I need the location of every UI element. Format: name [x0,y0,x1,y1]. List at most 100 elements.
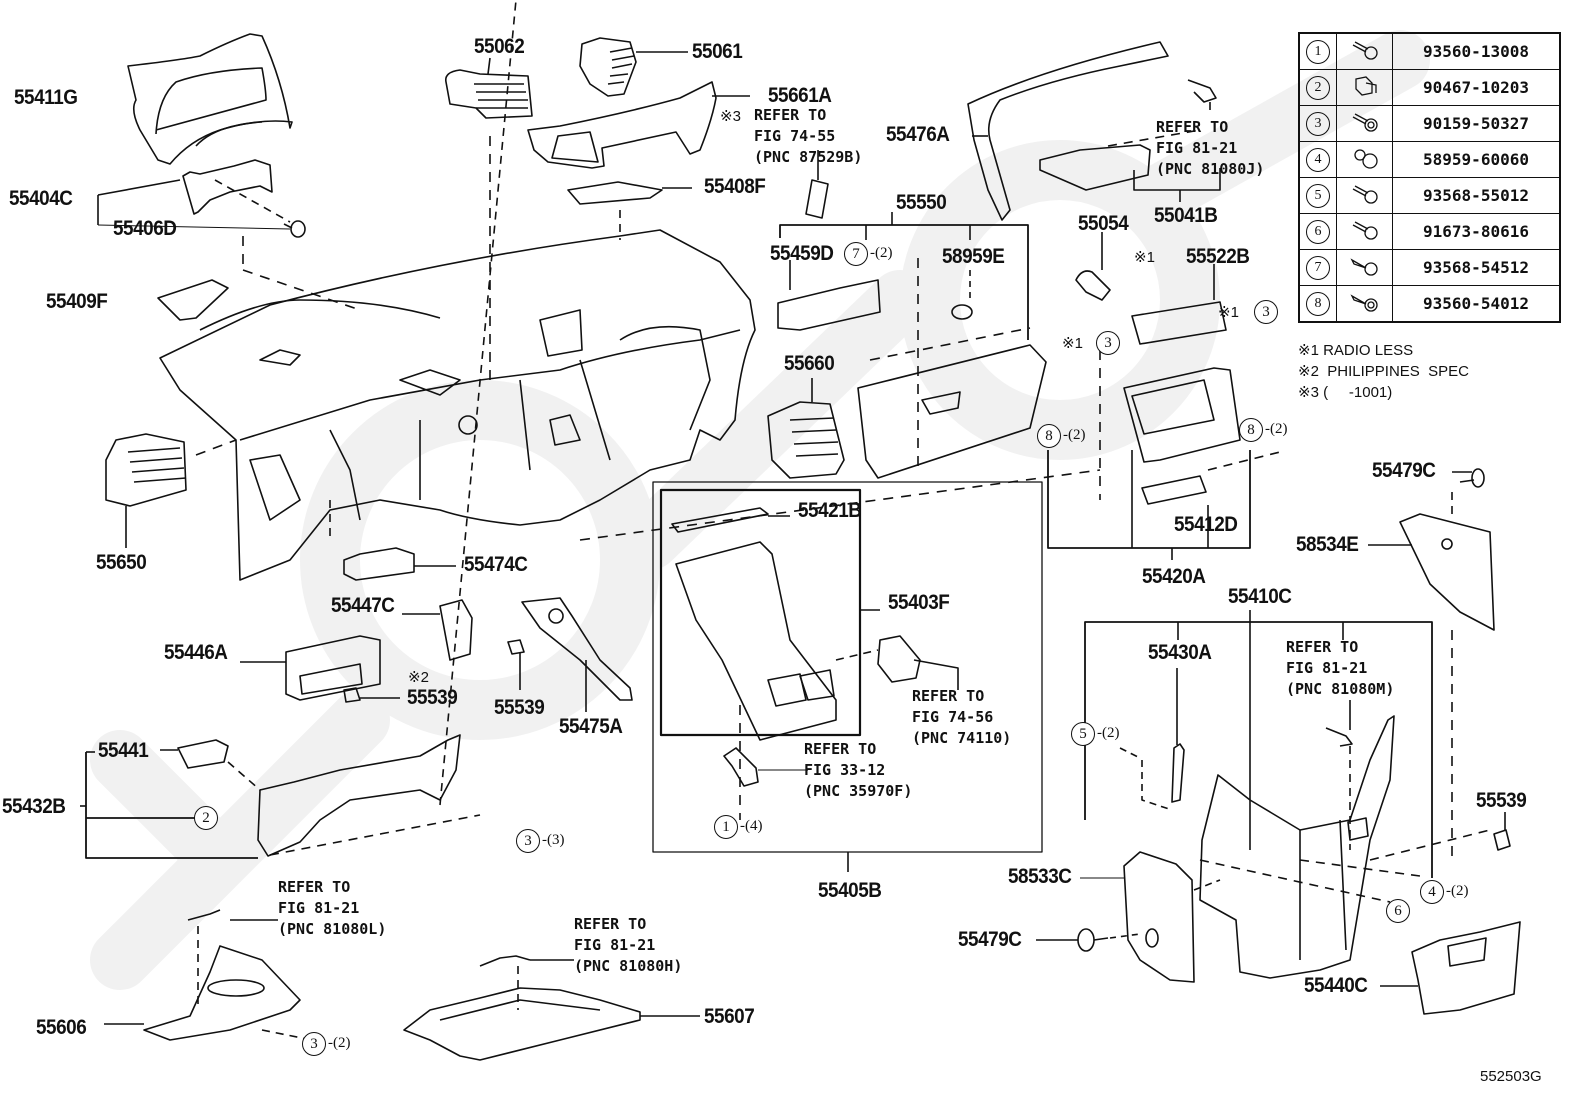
callout-3c[interactable]: 3 [516,829,540,853]
label-55412D[interactable]: 55412D [1174,513,1238,536]
footnote-3: ※3 ( -1001) [1298,384,1393,401]
footnotes: ※1 RADIO LESS ※2 PHILIPPINES SPEC ※3 ( -… [1298,340,1469,403]
reference-81080L[interactable]: REFER TO FIG 81-21 (PNC 81080L) [278,878,387,938]
part-number: 93568-55012 [1392,177,1561,214]
label-55661A[interactable]: 55661A [768,84,832,107]
part-55661A-bezel [527,81,717,169]
reference-81080H[interactable]: REFER TO FIG 81-21 (PNC 81080H) [574,915,683,975]
part-55432B [257,734,461,857]
callout-7[interactable]: 7 [844,242,868,266]
label-55404C[interactable]: 55404C [9,187,73,210]
label-55421B[interactable]: 55421B [798,499,862,522]
reference-81080J[interactable]: REFER TO FIG 81-21 (PNC 81080J) [1156,118,1265,178]
label-55475A[interactable]: 55475A [559,715,623,738]
table-row[interactable]: 2 90467-10203 [1298,69,1561,106]
label-55403F[interactable]: 55403F [888,591,950,614]
label-55409F[interactable]: 55409F [46,290,108,313]
label-55408F[interactable]: 55408F [704,175,766,198]
label-55479C-upper[interactable]: 55479C [1372,459,1436,482]
reference-87529B[interactable]: REFER TO FIG 74-55 (PNC 87529B) [754,106,863,166]
mark-note-3: ※3 [720,108,741,125]
part-55446A [285,635,381,701]
part-55539-b [343,687,361,703]
footnote-1: ※1 RADIO LESS [1298,342,1414,359]
part-number: 90467-10203 [1392,69,1561,106]
label-55550[interactable]: 55550 [896,191,947,214]
part-55440C [1411,921,1521,1015]
label-55062[interactable]: 55062 [474,35,525,58]
label-55539-b[interactable]: 55539 [494,696,545,719]
label-55061[interactable]: 55061 [692,40,743,63]
label-55441[interactable]: 55441 [98,739,149,762]
callout-5-qty: -(2) [1097,725,1120,741]
callout-6[interactable]: 6 [1386,899,1410,923]
table-row[interactable]: 3 90159-50327 [1298,105,1561,142]
label-55411G[interactable]: 55411G [14,86,78,109]
label-55447C[interactable]: 55447C [331,594,395,617]
callout-4[interactable]: 4 [1420,880,1444,904]
reference-74110[interactable]: REFER TO FIG 74-56 (PNC 74110) [912,687,1012,747]
label-55446A[interactable]: 55446A [164,641,228,664]
part-glove-box [857,344,1047,479]
label-55539-a[interactable]: 55539 [407,686,458,709]
figure-code: 552503G [1480,1068,1542,1085]
callout-1[interactable]: 1 [714,815,738,839]
callout-8b-qty: -(2) [1265,421,1288,437]
part-55479C-lower [1077,928,1109,952]
callout-2[interactable]: 2 [194,806,218,830]
label-55054[interactable]: 55054 [1078,212,1129,235]
table-row[interactable]: 8 93560-54012 [1298,285,1561,323]
part-55041B [1039,144,1151,191]
label-55430A[interactable]: 55430A [1148,641,1212,664]
callout-5[interactable]: 5 [1071,722,1095,746]
callout-8a[interactable]: 8 [1037,424,1061,448]
part-55441 [177,739,229,769]
callout-3a-mark: ※1 [1218,304,1239,321]
label-55479C-lower[interactable]: 55479C [958,928,1022,951]
label-55607[interactable]: 55607 [704,1005,755,1028]
label-58533C[interactable]: 58533C [1008,865,1072,888]
callout-3b[interactable]: 3 [1096,331,1120,355]
bolt-icon [1352,184,1378,204]
label-55459D[interactable]: 55459D [770,242,834,265]
table-row[interactable]: 4 58959-60060 [1298,141,1561,178]
label-58534E[interactable]: 58534E [1296,533,1359,556]
label-55406D[interactable]: 55406D [113,217,177,240]
part-55650-vent [105,433,187,507]
label-55539-c[interactable]: 55539 [1476,789,1527,812]
part-58959E [951,304,973,320]
fastener-number: 3 [1306,111,1330,136]
part-number: 58959-60060 [1392,141,1561,178]
callout-3a[interactable]: 3 [1254,300,1278,324]
clip-icon [1354,75,1377,96]
label-55522B[interactable]: 55522B [1186,245,1250,268]
part-55404C [182,159,273,215]
table-row[interactable]: 1 93560-13008 [1298,32,1561,70]
callout-3d-qty: -(2) [328,1035,351,1051]
label-58959E[interactable]: 58959E [942,245,1005,268]
reference-81080M[interactable]: REFER TO FIG 81-21 (PNC 81080M) [1286,638,1395,698]
label-55476A[interactable]: 55476A [886,123,950,146]
label-55440C[interactable]: 55440C [1304,974,1368,997]
label-55041B[interactable]: 55041B [1154,204,1218,227]
mark-note-1-55522B: ※1 [1134,249,1155,266]
footnote-2: ※2 PHILIPPINES SPEC [1298,363,1469,380]
callout-8b[interactable]: 8 [1239,418,1263,442]
label-55650[interactable]: 55650 [96,551,147,574]
part-55539-c [1493,829,1511,851]
table-row[interactable]: 7 93568-54512 [1298,249,1561,286]
label-55405B[interactable]: 55405B [818,879,882,902]
reference-35970F[interactable]: REFER TO FIG 33-12 (PNC 35970F) [804,740,913,800]
label-55660[interactable]: 55660 [784,352,835,375]
fastener-number: 5 [1306,183,1330,208]
label-55474C[interactable]: 55474C [464,553,528,576]
label-55420A[interactable]: 55420A [1142,565,1206,588]
label-55432B[interactable]: 55432B [2,795,66,818]
label-55606[interactable]: 55606 [36,1016,87,1039]
table-row[interactable]: 6 91673-80616 [1298,213,1561,250]
part-55476A-garnish [967,41,1169,221]
label-55410C[interactable]: 55410C [1228,585,1292,608]
callout-3d[interactable]: 3 [302,1032,326,1056]
table-row[interactable]: 5 93568-55012 [1298,177,1561,214]
part-instrument-panel [159,229,756,581]
